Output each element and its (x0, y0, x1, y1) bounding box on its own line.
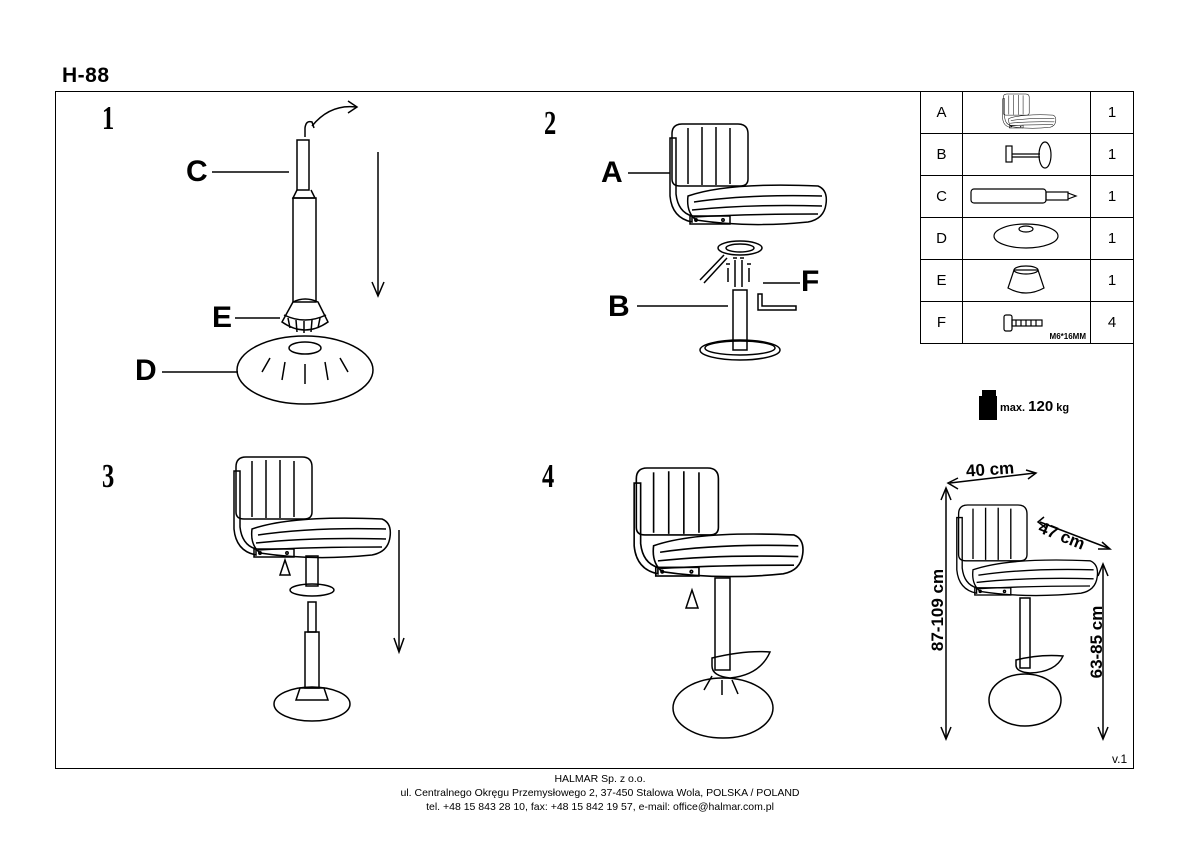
version-label: v.1 (1112, 752, 1128, 766)
width-dimension: 40 cm (965, 458, 1015, 481)
callout-label: F (801, 265, 820, 298)
instruction-frame (55, 91, 1134, 769)
max-load: max. 120 kg (1000, 398, 1069, 415)
seat-height-dimension: 63-85 cm (1087, 605, 1106, 679)
table-row: F M6*16MM 4 (920, 301, 1134, 344)
table-row: D 1 (920, 217, 1134, 260)
seat-icon (962, 91, 1091, 134)
step1-drawing (162, 100, 385, 405)
parts-table: A 1 B 1 C 1 D 1 E 1 F M6*16MM 4 (920, 91, 1134, 344)
part-letter: D (920, 217, 963, 260)
part-quantity: 4 (1090, 301, 1134, 344)
max-load-unit: kg (1056, 402, 1070, 414)
part-letter: E (920, 259, 963, 302)
step-number: 1 (102, 100, 115, 137)
part-quantity: 1 (1090, 91, 1134, 134)
company-contact: tel. +48 15 843 28 10, fax: +48 15 842 1… (426, 801, 774, 813)
step4-drawing (633, 467, 804, 739)
table-row: C 1 (920, 175, 1134, 218)
callout-label: A (601, 156, 623, 189)
screw-size-label: M6*16MM (1049, 332, 1086, 341)
max-load-label: max. (1000, 402, 1026, 414)
step-number: 3 (102, 458, 115, 495)
model-name: H-88 (62, 64, 110, 87)
step-number: 4 (542, 458, 555, 495)
part-quantity: 1 (1090, 217, 1134, 260)
step2-drawing (628, 123, 828, 361)
table-row: B 1 (920, 133, 1134, 176)
dimension-drawing (940, 469, 1112, 741)
table-row: A 1 (920, 91, 1134, 134)
step3-drawing (233, 456, 405, 722)
table-row: E 1 (920, 259, 1134, 302)
company-address: ul. Centralnego Okręgu Przemysłowego 2, … (400, 787, 800, 799)
part-letter: C (920, 175, 963, 218)
weight-icon (979, 390, 997, 420)
step-number: 2 (544, 105, 557, 142)
callout-label: B (608, 290, 630, 323)
company-name: HALMAR Sp. z o.o. (554, 773, 646, 785)
base-frame-icon (962, 133, 1091, 176)
base-plate-icon (962, 217, 1091, 260)
part-quantity: 1 (1090, 133, 1134, 176)
total-height-dimension: 87-109 cm (928, 568, 947, 652)
callout-label: C (186, 155, 208, 188)
part-quantity: 1 (1090, 175, 1134, 218)
callout-label: D (135, 354, 157, 387)
gas-lift-icon (962, 175, 1091, 218)
part-letter: F (920, 301, 963, 344)
cover-ring-icon (962, 259, 1091, 302)
part-letter: B (920, 133, 963, 176)
part-quantity: 1 (1090, 259, 1134, 302)
callout-label: E (212, 301, 233, 334)
screw-icon: M6*16MM (962, 301, 1091, 344)
max-load-value: 120 (1028, 398, 1054, 415)
part-letter: A (920, 91, 963, 134)
footer: HALMAR Sp. z o.o. ul. Centralnego Okręgu… (0, 772, 1200, 814)
